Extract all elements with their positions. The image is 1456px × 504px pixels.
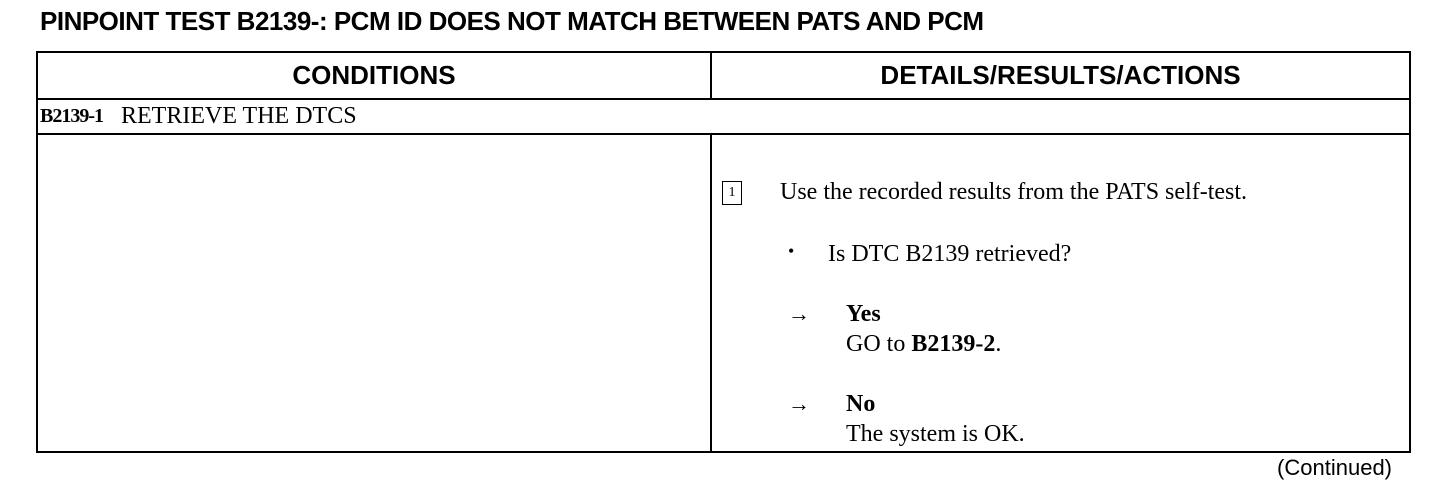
page-title: PINPOINT TEST B2139-: PCM ID DOES NOT MA… — [40, 6, 984, 36]
step-title-row: B2139-1 RETRIEVE THE DTCS — [38, 100, 1409, 135]
step-title: RETRIEVE THE DTCS — [121, 103, 357, 129]
continued-note: (Continued) — [1277, 455, 1392, 480]
details-header: DETAILS/RESULTS/ACTIONS — [880, 60, 1241, 90]
table-header: CONDITIONS DETAILS/RESULTS/ACTIONS — [38, 53, 1409, 100]
step-question: Is DTC B2139 retrieved? — [828, 241, 1072, 267]
yes-action-suffix: . — [995, 331, 1002, 357]
step-id: B2139-1 — [40, 105, 104, 127]
arrow-right-icon: → — [788, 391, 810, 416]
yes-label: Yes — [846, 301, 881, 327]
yes-action-prefix: GO to — [846, 331, 912, 357]
conditions-header: CONDITIONS — [38, 53, 712, 98]
conditions-cell — [38, 135, 712, 451]
arrow-right-icon: → — [788, 301, 810, 326]
bullet-icon: • — [788, 241, 795, 261]
yes-action-target: B2139-2 — [911, 331, 996, 357]
step-instruction: Use the recorded results from the PATS s… — [780, 179, 1248, 205]
yes-action: GO to B2139-2. — [846, 331, 1001, 358]
no-action: The system is OK. — [846, 421, 1025, 447]
pinpoint-test-table: CONDITIONS DETAILS/RESULTS/ACTIONS B2139… — [36, 51, 1411, 453]
details-cell: 1 Use the recorded results from the PATS… — [712, 135, 1409, 451]
no-label: No — [846, 391, 876, 417]
step-number-box: 1 — [722, 181, 742, 205]
